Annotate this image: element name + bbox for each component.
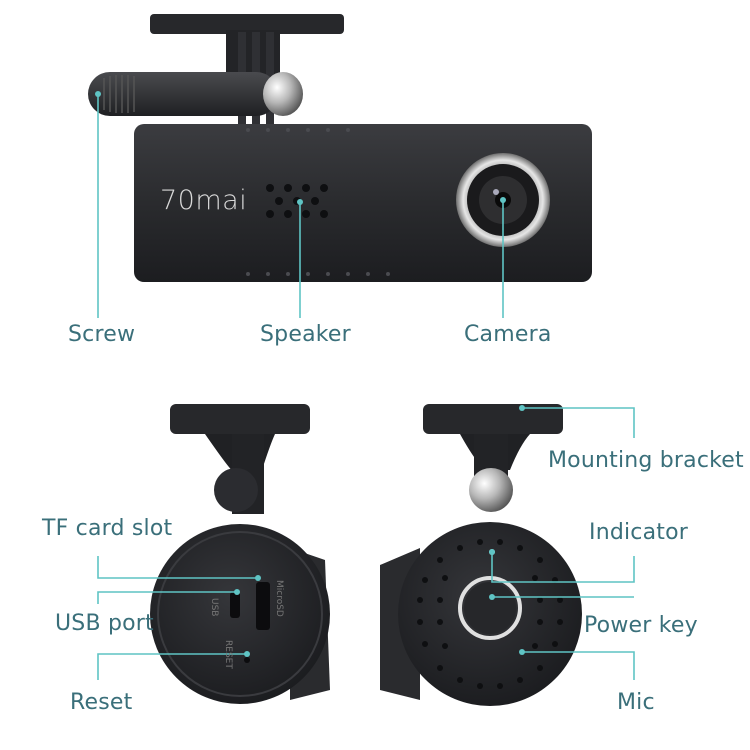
reset-marking: RESET xyxy=(223,640,233,669)
callout-lines xyxy=(97,94,635,680)
microsd-marking: MicroSD xyxy=(274,580,284,617)
label-reset: Reset xyxy=(70,690,133,715)
label-indicator: Indicator xyxy=(589,520,689,545)
label-camera: Camera xyxy=(464,322,552,347)
brand-logo: 70mai xyxy=(160,185,248,216)
left-side-view xyxy=(150,404,330,704)
callout-dots xyxy=(95,91,525,657)
label-mounting-bracket: Mounting bracket xyxy=(548,448,744,473)
right-side-view xyxy=(380,404,582,706)
screw-knob xyxy=(88,72,303,116)
label-tf-card-slot: TF card slot xyxy=(42,516,173,541)
label-usb-port: USB port xyxy=(55,611,154,636)
label-power-key: Power key xyxy=(584,613,698,638)
speaker-grille xyxy=(266,184,328,218)
power-key xyxy=(458,576,522,640)
mic-holes xyxy=(417,539,563,689)
label-speaker: Speaker xyxy=(260,322,351,347)
label-screw: Screw xyxy=(68,322,136,347)
label-mic: Mic xyxy=(617,690,655,715)
usb-marking: USB xyxy=(209,598,219,617)
